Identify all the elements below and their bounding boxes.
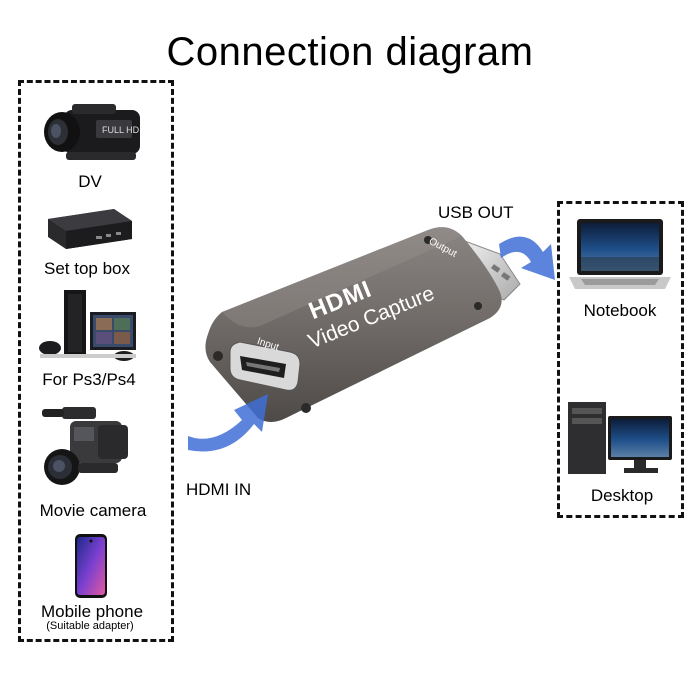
movie-camera-icon xyxy=(42,407,128,485)
set-top-box-icon xyxy=(48,209,132,249)
game-console-icon xyxy=(39,290,136,361)
mobile-phone-icon xyxy=(75,534,107,598)
hdmi-port xyxy=(229,341,301,391)
hdmi-in-arrow xyxy=(188,394,268,452)
camcorder-icon: FULL HD xyxy=(44,104,140,160)
target-label-notebook: Notebook xyxy=(583,301,657,320)
target-label-desktop: Desktop xyxy=(590,486,654,505)
video-capture-device xyxy=(205,227,521,422)
source-label-movie-camera: Movie camera xyxy=(39,501,147,520)
source-label-dv: DV xyxy=(78,172,102,191)
desktop-computer-icon xyxy=(568,402,672,474)
diagram-title: Connection diagram xyxy=(166,30,534,74)
source-label-set-top-box: Set top box xyxy=(43,259,131,278)
usb-out-label: USB OUT xyxy=(438,203,514,222)
targets-panel xyxy=(557,201,684,518)
sources-panel xyxy=(18,80,174,642)
hdmi-in-label: HDMI IN xyxy=(186,480,252,499)
usb-out-arrow xyxy=(499,236,555,280)
svg-text:FULL HD: FULL HD xyxy=(102,125,140,135)
laptop-icon xyxy=(569,219,671,289)
source-label-mobile-phone: Mobile phone xyxy=(40,602,144,621)
source-label-game-console: For Ps3/Ps4 xyxy=(42,370,136,389)
source-sublabel-mobile-phone: (Suitable adapter) xyxy=(46,620,134,632)
